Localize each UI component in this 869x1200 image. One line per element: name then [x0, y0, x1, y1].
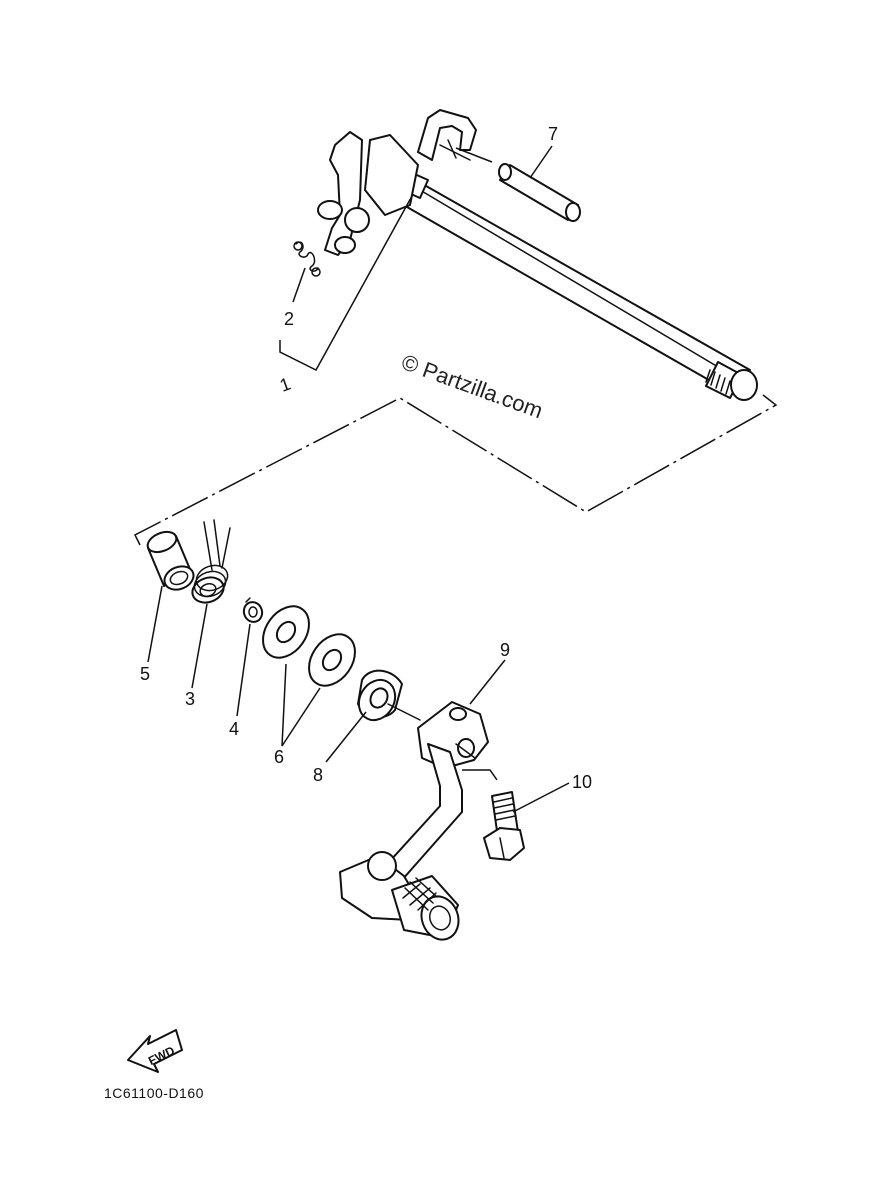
bolt-part-10: [483, 791, 525, 861]
shift-shaft: [317, 109, 758, 401]
shift-pedal-part-9: [339, 701, 489, 941]
callout-3: 3: [185, 689, 195, 709]
callout-2: 2: [284, 309, 294, 329]
fwd-arrow-icon: FWD: [127, 1029, 183, 1073]
torsion-spring-part-3: [191, 519, 231, 604]
callout-5: 5: [140, 664, 150, 684]
callout-1: 1: [277, 374, 293, 396]
lower-leaders: [147, 585, 570, 813]
callout-8: 8: [313, 765, 323, 785]
watermark: © Partzilla.com: [398, 349, 546, 423]
diagram-code: 1C61100-D160: [104, 1085, 204, 1101]
exploded-view-boundary: [133, 394, 778, 546]
pin-part-7: [498, 163, 581, 222]
washers-part-6: [262, 605, 356, 687]
spring-part-2: [293, 241, 321, 277]
callout-6: 6: [274, 747, 284, 767]
callout-4: 4: [229, 719, 239, 739]
circlip-part-4: [242, 597, 264, 623]
callout-10: 10: [572, 772, 592, 792]
collar-part-5: [146, 530, 195, 591]
upper-leaders: [279, 145, 553, 371]
callout-9: 9: [500, 640, 510, 660]
callout-7: 7: [548, 124, 558, 144]
bearing-part-8: [357, 669, 421, 722]
